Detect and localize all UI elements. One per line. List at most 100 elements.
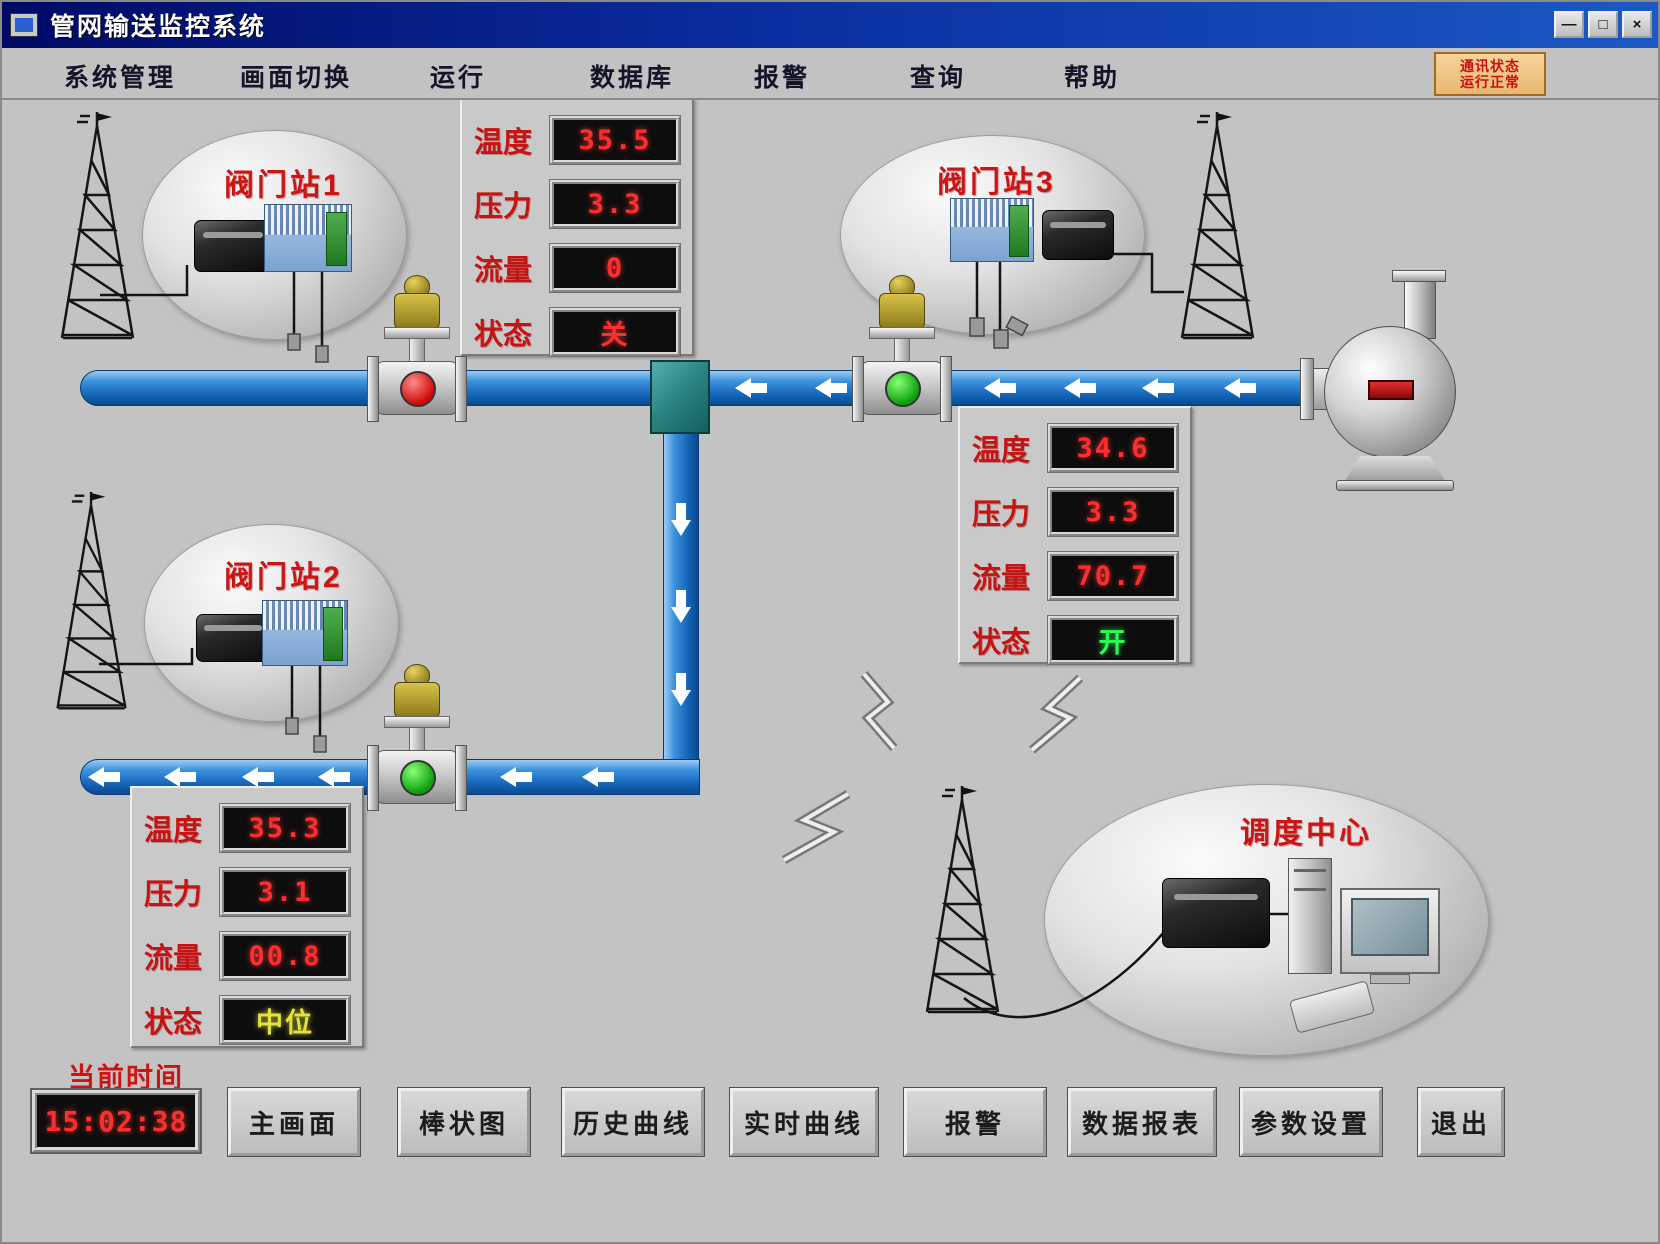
measure-label: 压力: [144, 879, 203, 911]
panel-row: 压力 3.3: [972, 486, 1178, 538]
bar-chart-button[interactable]: 棒状图: [398, 1088, 530, 1156]
valve-3[interactable]: [852, 275, 952, 422]
radio-tower-icon: [1180, 112, 1255, 340]
radio-tower-icon: [925, 786, 1000, 1014]
window-controls: — □ ×: [1554, 11, 1652, 38]
flow-arrow-left-icon: [88, 767, 124, 787]
menu-item-run[interactable]: 运行: [430, 64, 487, 92]
rtu-modem-control-center: [1162, 878, 1270, 948]
rtu-modem-station3: [1042, 210, 1114, 260]
valve-actuator-body-icon: [394, 293, 440, 329]
pump-status-indicator: [1368, 380, 1414, 400]
valve-1[interactable]: [367, 275, 467, 422]
minimize-button[interactable]: —: [1554, 11, 1584, 38]
station1-label: 阀门站1: [224, 169, 343, 202]
comm-status-badge: 通讯状态 运行正常: [1434, 52, 1546, 96]
control-center-label: 调度中心: [1240, 817, 1372, 850]
menu-item-data[interactable]: 数据库: [590, 64, 675, 92]
menu-item-help[interactable]: 帮助: [1064, 64, 1121, 92]
panel-row: 状态 关: [474, 306, 680, 358]
led-display-flow: 0: [550, 244, 680, 292]
alarm-button[interactable]: 报警: [904, 1088, 1046, 1156]
measure-label: 状态: [144, 1007, 203, 1039]
titlebar: 管网输送监控系统 — □ ×: [2, 2, 1658, 48]
flow-arrow-left-icon: [1142, 378, 1178, 398]
valve-body: [852, 356, 952, 422]
plc-station2: [262, 600, 348, 666]
panel-row: 流量 00.8: [144, 930, 350, 982]
menu-item-alarm[interactable]: 报警: [754, 64, 811, 92]
valve-stem-icon: [894, 338, 910, 363]
menu-item-screens[interactable]: 画面切换: [240, 64, 353, 92]
measure-label: 压力: [972, 499, 1031, 531]
menu-item-query[interactable]: 查询: [910, 64, 967, 92]
valve-2[interactable]: [367, 664, 467, 811]
panel-row: 流量 70.7: [972, 550, 1178, 602]
close-button[interactable]: ×: [1622, 11, 1652, 38]
measure-label: 压力: [474, 191, 533, 223]
valve-3-status-indicator-open: [885, 371, 921, 407]
flow-arrow-left-icon: [582, 767, 618, 787]
valve-actuator-body-icon: [394, 682, 440, 718]
flow-arrow-left-icon: [815, 378, 851, 398]
radio-tower-icon: [56, 491, 127, 710]
computer-tower-icon: [1288, 858, 1332, 974]
realtime-curve-button[interactable]: 实时曲线: [730, 1088, 878, 1156]
measure-label: 温度: [972, 435, 1031, 467]
rtu-modem-station1: [194, 220, 272, 272]
menu-item-system[interactable]: 系统管理: [64, 64, 177, 92]
flow-arrow-left-icon: [1064, 378, 1100, 398]
panel-row: 状态 开: [972, 614, 1178, 666]
clock-display: 15:02:38: [32, 1090, 200, 1152]
readout-panel-station3: 温度 34.6 压力 3.3 流量 70.7 状态 开: [958, 406, 1192, 664]
panel-row: 温度 34.6: [972, 422, 1178, 474]
menubar: 系统管理 画面切换 运行 数据库 报警 查询 帮助 通讯状态 运行正常: [2, 48, 1658, 100]
flow-arrow-left-icon: [500, 767, 536, 787]
led-display-pressure: 3.1: [220, 868, 350, 916]
valve-2-status-indicator-open: [400, 760, 436, 796]
maximize-button[interactable]: □: [1588, 11, 1618, 38]
measure-label: 流量: [474, 255, 533, 287]
valve-actuator-body-icon: [879, 293, 925, 329]
parameter-button[interactable]: 参数设置: [1240, 1088, 1382, 1156]
flow-arrow-left-icon: [164, 767, 200, 787]
led-display-temperature: 35.5: [550, 116, 680, 164]
window-title: 管网输送监控系统: [50, 13, 267, 41]
readout-panel-station1: 温度 35.5 压力 3.3 流量 0 状态 关: [460, 98, 694, 356]
radio-tower-icon: [60, 112, 135, 340]
plc-station3: [950, 198, 1034, 262]
valve-stem-icon: [409, 727, 425, 752]
valve-1-status-indicator-closed: [400, 371, 436, 407]
plc-station1: [264, 204, 352, 272]
valve-flange-icon: [852, 356, 864, 422]
exit-button[interactable]: 退出: [1418, 1088, 1504, 1156]
comm-status-line2: 运行正常: [1460, 74, 1520, 90]
panel-row: 温度 35.3: [144, 802, 350, 854]
pump-inlet-flange-icon: [1300, 358, 1314, 420]
led-display-status: 关: [550, 308, 680, 356]
data-report-button[interactable]: 数据报表: [1068, 1088, 1216, 1156]
panel-row: 状态 中位: [144, 994, 350, 1046]
flow-arrow-down-icon: [671, 670, 691, 706]
readout-panel-station2: 温度 35.3 压力 3.1 流量 00.8 状态 中位: [130, 786, 364, 1048]
measure-label: 流量: [972, 563, 1031, 595]
main-screen-button[interactable]: 主画面: [228, 1088, 360, 1156]
measure-label: 温度: [144, 815, 203, 847]
valve-body: [367, 745, 467, 811]
flow-arrow-left-icon: [1224, 378, 1260, 398]
valve-flange-icon: [367, 745, 379, 811]
flow-arrow-left-icon: [318, 767, 354, 787]
panel-row: 流量 0: [474, 242, 680, 294]
led-display-temperature: 35.3: [220, 804, 350, 852]
led-display-flow: 00.8: [220, 932, 350, 980]
valve-flange-icon: [455, 356, 467, 422]
measure-label: 流量: [144, 943, 203, 975]
flow-arrow-left-icon: [242, 767, 278, 787]
monitor-screen: [1351, 898, 1429, 956]
clock-label: 当前时间: [68, 1063, 184, 1093]
comm-status-line1: 通讯状态: [1460, 58, 1520, 74]
history-curve-button[interactable]: 历史曲线: [562, 1088, 704, 1156]
led-display-pressure: 3.3: [1048, 488, 1178, 536]
valve-body: [367, 356, 467, 422]
